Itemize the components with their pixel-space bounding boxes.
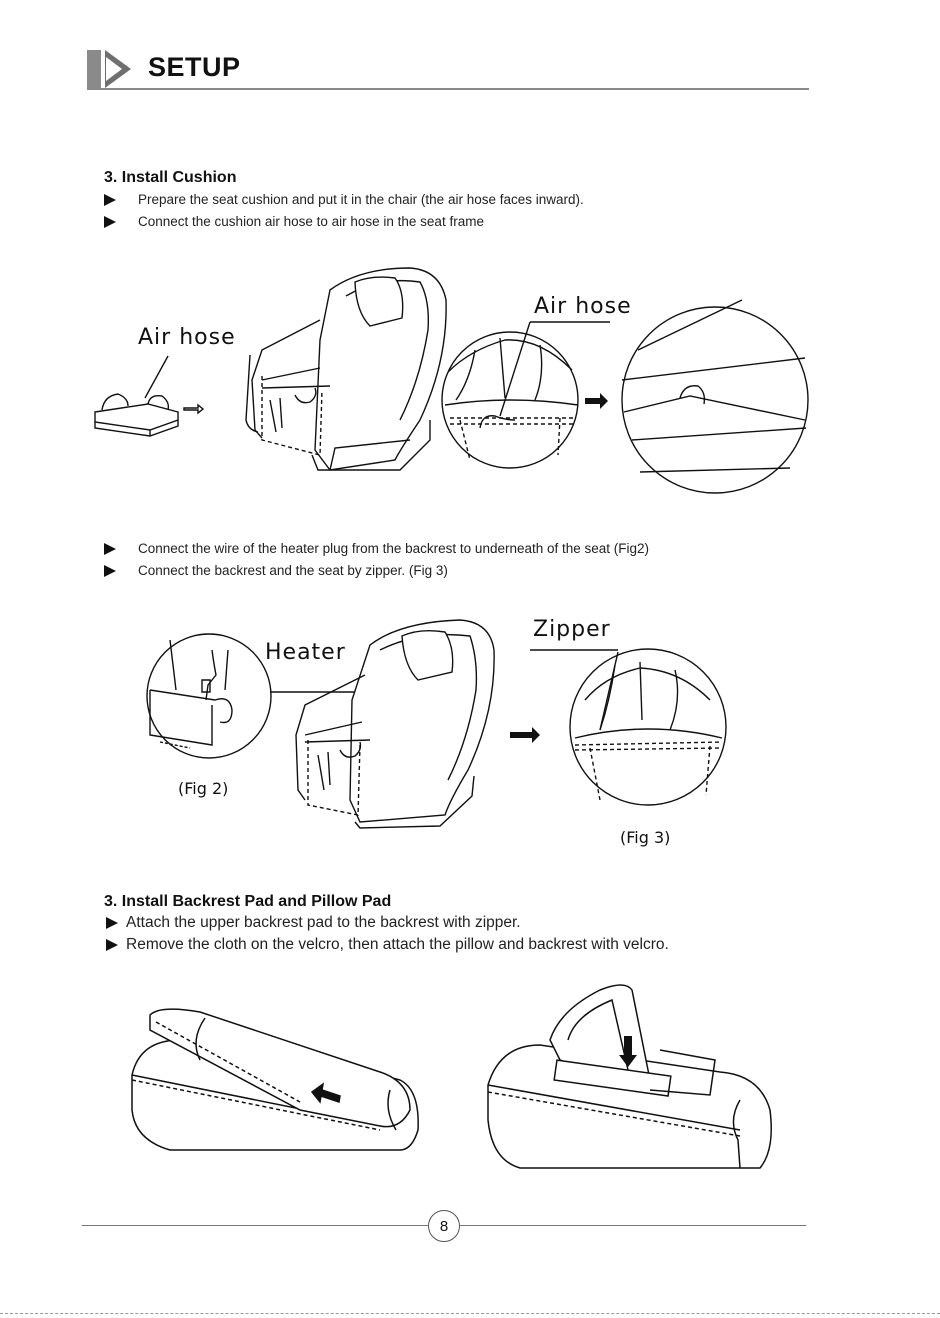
bullet-triangle-icon bbox=[106, 939, 118, 951]
bullet-triangle-icon bbox=[104, 542, 116, 555]
label-air-hose-right: Air hose bbox=[534, 294, 632, 319]
footer-rule-left bbox=[82, 1225, 428, 1226]
bullet-text: Connect the backrest and the seat by zip… bbox=[138, 563, 448, 578]
arrow-down-icon bbox=[619, 1036, 637, 1067]
bullet-text: Prepare the seat cushion and put it in t… bbox=[138, 192, 584, 207]
section-title-install-cushion: 3. Install Cushion bbox=[104, 169, 237, 186]
footer-rule-right bbox=[460, 1225, 806, 1226]
page-edge-dashed-line bbox=[0, 1313, 940, 1314]
bullet-item: Prepare the seat cushion and put it in t… bbox=[104, 192, 584, 207]
arrow-right-icon bbox=[510, 727, 540, 743]
arrow-right-icon bbox=[585, 393, 608, 409]
bullet-item: Remove the cloth on the velcro, then att… bbox=[106, 936, 669, 954]
bullet-triangle-icon bbox=[104, 215, 116, 228]
bullet-text: Attach the upper backrest pad to the bac… bbox=[126, 914, 521, 931]
bullet-item: Connect the backrest and the seat by zip… bbox=[104, 563, 448, 578]
caption-fig-2: (Fig 2) bbox=[178, 779, 229, 798]
header-rule bbox=[87, 88, 809, 90]
bullet-triangle-icon bbox=[106, 917, 118, 929]
bullet-text: Connect the cushion air hose to air hose… bbox=[138, 214, 484, 229]
caption-fig-3: (Fig 3) bbox=[620, 828, 671, 847]
label-zipper: Zipper bbox=[533, 617, 611, 642]
page-title: SETUP bbox=[148, 52, 241, 82]
bullet-triangle-icon bbox=[104, 193, 116, 206]
label-air-hose-left: Air hose bbox=[138, 325, 236, 350]
bullet-item: Connect the cushion air hose to air hose… bbox=[104, 214, 484, 229]
arrow-left-icon bbox=[312, 1084, 340, 1102]
bullet-triangle-icon bbox=[104, 564, 116, 577]
bullet-item: Attach the upper backrest pad to the bac… bbox=[106, 914, 521, 932]
header-bar-decoration bbox=[87, 50, 101, 88]
section-arrow-icon-inner bbox=[106, 57, 122, 81]
bullet-item: Connect the wire of the heater plug from… bbox=[104, 541, 649, 556]
bullet-text: Remove the cloth on the velcro, then att… bbox=[126, 936, 669, 953]
label-heater: Heater bbox=[265, 640, 346, 665]
bullet-text: Connect the wire of the heater plug from… bbox=[138, 541, 650, 556]
section-title-install-backrest: 3. Install Backrest Pad and Pillow Pad bbox=[104, 893, 392, 910]
page-number: 8 bbox=[428, 1210, 460, 1242]
